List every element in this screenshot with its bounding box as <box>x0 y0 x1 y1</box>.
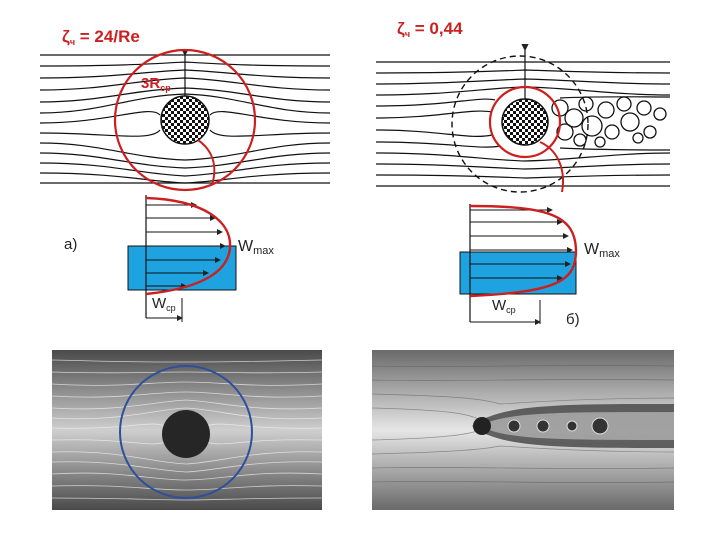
left-sphere <box>160 95 210 145</box>
right-red-radius <box>539 141 564 193</box>
right-sphere <box>501 98 549 146</box>
right-wake-eddies <box>551 96 667 148</box>
right-wmax-label: Wmax <box>584 241 620 260</box>
right-formula: ζч = 0,44 <box>397 19 463 39</box>
left-wmax-label: Wmax <box>238 238 274 257</box>
left-formula: ζч = 24/Re <box>62 27 140 47</box>
right-dashed-circle <box>451 55 589 193</box>
radius-label: 3Rср <box>141 75 171 93</box>
left-flow-photo <box>51 350 323 510</box>
right-photo-sphere <box>473 417 491 435</box>
right-red-circle <box>488 85 562 159</box>
right-profile <box>459 204 578 325</box>
left-photo-sphere <box>162 410 210 458</box>
panel-label-b: б) <box>566 311 580 328</box>
right-flow-photo <box>371 350 675 510</box>
left-red-circle <box>113 48 257 192</box>
left-red-radius <box>197 139 216 186</box>
right-wcp-label: Wср <box>492 297 516 315</box>
panel-label-a: а) <box>64 236 78 253</box>
right-fluid-block <box>459 251 577 295</box>
left-profile <box>127 195 237 322</box>
left-photo-circle <box>119 365 253 499</box>
left-wcp-label: Wср <box>152 295 176 313</box>
